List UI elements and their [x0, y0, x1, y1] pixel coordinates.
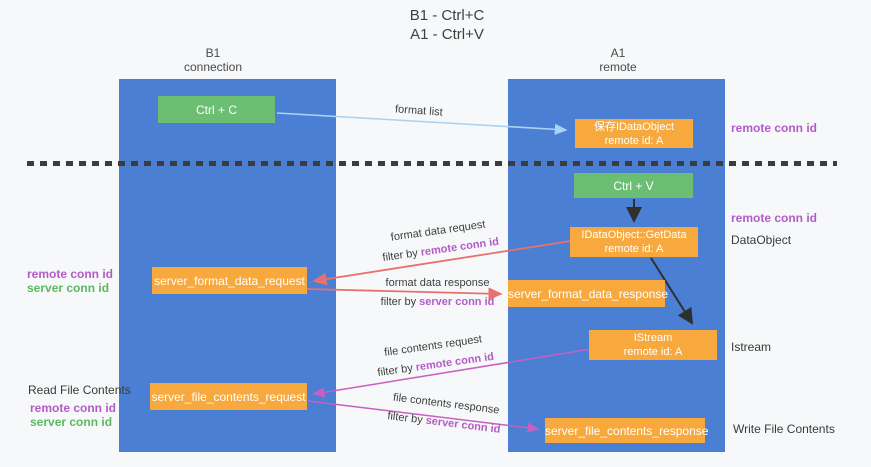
filter-prefix: filter by: [386, 410, 427, 427]
node-getdata-line1: IDataObject::GetData: [581, 229, 687, 241]
filter-prefix: filter by: [380, 296, 420, 308]
lane-header-b1: B1 connection: [143, 46, 283, 74]
label-format-request: format data request filter by remote con…: [355, 211, 524, 272]
label-file-request: file contents request filter by remote c…: [350, 326, 519, 387]
lane-a1-subtitle: remote: [599, 60, 637, 74]
label-format-response-filter: filter by server conn id: [355, 293, 520, 312]
diagram-title: B1 - Ctrl+C A1 - Ctrl+V: [300, 6, 594, 44]
lane-header-a1: A1 remote: [548, 46, 688, 74]
lane-b1-subtitle: connection: [183, 60, 243, 74]
node-ctrl-v: Ctrl + V: [574, 173, 693, 198]
node-getdata-line2: remote id: A: [604, 243, 664, 255]
ann-server-conn-id-left-2: server conn id: [30, 415, 113, 429]
node-ctrl-c: Ctrl + C: [158, 96, 275, 123]
lane-b1-title: B1: [205, 46, 221, 60]
node-file-request: server_file_contents_request: [150, 383, 307, 410]
node-file-response: server_file_contents_response: [545, 418, 709, 443]
label-format-list: format list: [394, 103, 444, 119]
filter-key: server conn id: [419, 296, 495, 308]
ann-dataobject: DataObject: [731, 233, 792, 247]
node-istream-line2: remote id: A: [623, 346, 683, 358]
node-ctrl-v-label: Ctrl + V: [613, 178, 654, 193]
ann-remote-conn-id-right-2: remote conn id: [731, 211, 818, 225]
ann-read-file-contents: Read File Contents: [28, 383, 131, 397]
ann-write-file-contents: Write File Contents: [733, 422, 835, 436]
filter-prefix: filter by: [376, 361, 417, 380]
node-format-request-label: server_format_data_request: [154, 273, 305, 288]
node-save-idataobject: 保存IDataObject remote id: A: [575, 119, 693, 148]
node-istream-line1: IStream: [633, 332, 673, 344]
ann-remote-conn-id-right-1: remote conn id: [731, 121, 818, 135]
node-file-request-label: server_file_contents_request: [151, 389, 306, 404]
ann-remote-conn-id-left-2: remote conn id: [30, 401, 117, 415]
ann-istream: Istream: [731, 340, 772, 354]
node-format-request: server_format_data_request: [152, 267, 307, 294]
divider-dashed-line: [27, 161, 837, 166]
title-line-1: B1 - Ctrl+C: [409, 7, 485, 24]
label-file-response: file contents response filter by server …: [358, 385, 531, 443]
node-format-response: server_format_data_response: [508, 280, 669, 307]
title-line-2: A1 - Ctrl+V: [410, 26, 484, 43]
node-save-idataobject-line2: remote id: A: [604, 134, 664, 147]
node-getdata: IDataObject::GetData remote id: A: [570, 227, 698, 257]
ann-server-conn-id-left-1: server conn id: [27, 281, 110, 295]
label-format-response-line1: format data response: [385, 277, 490, 289]
label-format-response: format data response filter by server co…: [355, 274, 520, 312]
lane-a1-title: A1: [610, 46, 626, 60]
ann-remote-conn-id-left-1: remote conn id: [27, 267, 114, 281]
node-save-idataobject-line1: 保存IDataObject: [593, 120, 675, 133]
node-ctrl-c-label: Ctrl + C: [195, 102, 237, 117]
node-format-response-label: server_format_data_response: [508, 286, 669, 301]
node-file-response-label: server_file_contents_response: [545, 423, 709, 438]
node-istream: IStream remote id: A: [589, 330, 717, 360]
filter-prefix: filter by: [381, 246, 422, 265]
